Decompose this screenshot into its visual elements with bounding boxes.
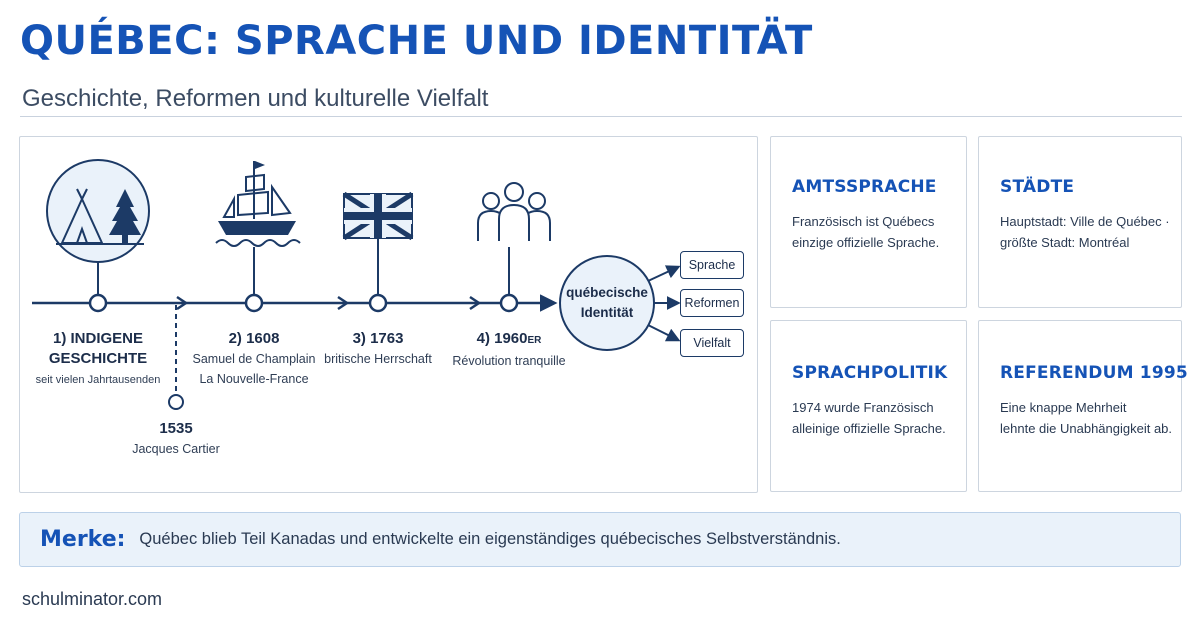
branch-arrow-vielfalt: [647, 324, 681, 342]
card-text: 1974 wurde Französisch alleinige offizie…: [792, 400, 946, 436]
card-title: STÄDTE: [1000, 177, 1075, 197]
side-event-label: 1535 Jacques Cartier: [132, 420, 220, 456]
tipi-tree-icon: [46, 159, 150, 263]
header-divider: [20, 116, 1182, 117]
card-staedte: STÄDTE Hauptstadt: Ville de Québec · grö…: [978, 136, 1182, 308]
footer-source: schulminator.com: [22, 589, 163, 609]
note-text: Québec blieb Teil Kanadas und entwickelt…: [139, 530, 841, 548]
event-2-label: 2) 1608 Samuel de Champlain La Nouvelle-…: [192, 330, 316, 386]
people-icon: [477, 182, 551, 241]
page-title: QUÉBEC: SPRACHE UND IDENTITÄT: [20, 18, 813, 64]
timeline-graphic: [32, 159, 681, 410]
event-1-node: [88, 293, 108, 313]
branch-arrow-sprache: [647, 265, 681, 282]
branch-box-vielfalt: Vielfalt: [680, 329, 744, 357]
event-4-label: 4) 1960ER Révolution tranquille: [452, 330, 566, 368]
axis-arrowhead-3: [469, 295, 482, 311]
card-title: SPRACHPOLITIK: [792, 363, 948, 383]
card-referendum: REFERENDUM 1995 Eine knappe Mehrheit leh…: [978, 320, 1188, 492]
card-amtssprache: AMTSSPRACHE Französisch ist Québecs einz…: [770, 136, 967, 308]
card-text: Eine knappe Mehrheit lehnte die Unabhäng…: [1000, 400, 1173, 436]
card-text: Französisch ist Québecs einzige offiziel…: [792, 214, 940, 250]
identity-label: québecische Identität: [566, 285, 648, 320]
event-3-node: [368, 293, 388, 313]
axis-arrowhead-2: [337, 295, 350, 311]
union-jack-icon: [342, 191, 414, 241]
ship-icon: [215, 161, 301, 247]
card-text: Hauptstadt: Ville de Québec · größte Sta…: [1000, 214, 1170, 250]
card-sprachpolitik: SPRACHPOLITIK 1974 wurde Französisch all…: [770, 320, 967, 492]
event-3-label: 3) 1763 britische Herrschaft: [324, 330, 432, 366]
note-label: Merke:: [40, 527, 126, 552]
card-title: AMTSSPRACHE: [792, 177, 937, 197]
note-box: Merke: Québec blieb Teil Kanadas und ent…: [19, 512, 1181, 567]
branch-box-reformen: Reformen: [680, 289, 744, 317]
card-title: REFERENDUM 1995: [1000, 363, 1188, 383]
axis-arrowhead-1: [176, 295, 189, 311]
page-subtitle: Geschichte, Reformen und kulturelle Viel…: [22, 85, 489, 112]
timeline-panel: 1) INDIGENE GESCHICHTE seit vielen Jahrt…: [19, 136, 758, 493]
event-2-node: [244, 293, 264, 313]
branch-box-sprache: Sprache: [680, 251, 744, 279]
side-event-node: [168, 394, 184, 410]
event-1-label: 1) INDIGENE GESCHICHTE seit vielen Jahrt…: [35, 330, 161, 386]
event-4-node: [499, 293, 519, 313]
